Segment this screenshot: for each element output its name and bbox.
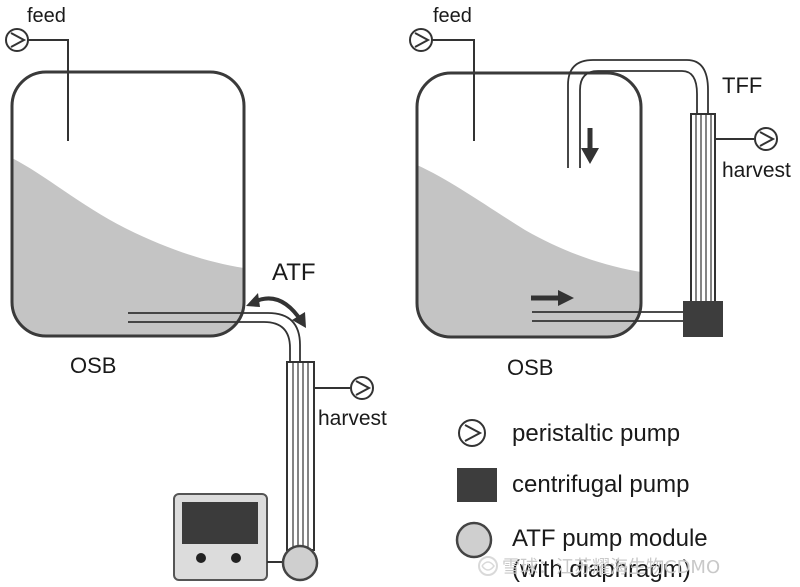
tff-return-loop xyxy=(567,59,709,168)
legend-label-atf-pump-module: ATF pump module xyxy=(512,525,708,552)
tff-system: feed OSB TFF harvest xyxy=(409,5,791,380)
legend-item-atf-pump-module: ATF pump module (with diaphragm) xyxy=(455,521,708,583)
legend-centrifugal-pump-icon xyxy=(457,468,497,502)
legend-item-centrifugal-pump: centrifugal pump xyxy=(457,468,689,502)
right-feed-peristaltic-pump-icon xyxy=(409,28,433,52)
left-feed-peristaltic-pump-icon xyxy=(5,28,29,52)
legend-item-peristaltic-pump: peristaltic pump xyxy=(458,419,680,447)
atf-controller-button-2 xyxy=(231,553,241,563)
left-vessel-label: OSB xyxy=(70,353,116,378)
legend: peristaltic pump centrifugal pump ATF pu… xyxy=(455,419,708,583)
right-harvest-peristaltic-pump-icon xyxy=(754,127,778,151)
left-feed-line xyxy=(28,39,69,141)
watermark-text: 雪球：江苏耀海生物CDMO xyxy=(502,557,720,578)
left-feed-label: feed xyxy=(27,5,66,27)
tff-hollow-fiber-column xyxy=(690,113,716,303)
left-harvest-label: harvest xyxy=(318,407,387,430)
watermark: 雪球：江苏耀海生物CDMO xyxy=(478,556,720,578)
atf-controller-button-1 xyxy=(196,553,206,563)
atf-pump-module-icon xyxy=(281,544,319,582)
atf-hollow-fiber-column xyxy=(286,361,315,551)
flow-down-arrow-icon xyxy=(581,148,599,164)
snowball-logo-icon xyxy=(478,556,498,576)
legend-label-peristaltic-pump: peristaltic pump xyxy=(512,420,680,447)
atf-controller xyxy=(173,493,268,581)
atf-controller-display xyxy=(182,502,258,544)
tff-outlet-line xyxy=(532,311,684,322)
left-liquid xyxy=(12,158,244,336)
right-liquid xyxy=(417,165,641,337)
atf-label: ATF xyxy=(272,259,316,286)
legend-peristaltic-pump-icon xyxy=(458,419,486,447)
left-vessel xyxy=(10,70,246,338)
right-vessel xyxy=(415,71,643,339)
right-vessel-label: OSB xyxy=(507,355,553,380)
right-feed-line xyxy=(432,39,475,141)
right-harvest-label: harvest xyxy=(722,159,791,182)
atf-bidirectional-arrow-icon xyxy=(251,296,304,324)
tff-label: TFF xyxy=(722,73,762,98)
legend-atf-pump-module-icon xyxy=(455,521,493,559)
atf-system: feed OSB ATF harvest xyxy=(5,5,387,582)
flow-right-arrow-icon xyxy=(558,290,574,306)
left-harvest-peristaltic-pump-icon xyxy=(350,376,374,400)
right-feed-label: feed xyxy=(433,5,472,27)
centrifugal-pump-icon xyxy=(683,301,723,337)
left-dip-tube xyxy=(128,312,301,370)
legend-label-centrifugal-pump: centrifugal pump xyxy=(512,471,689,498)
legend-label-atf-pump-module-note: (with diaphragm) xyxy=(512,556,691,583)
